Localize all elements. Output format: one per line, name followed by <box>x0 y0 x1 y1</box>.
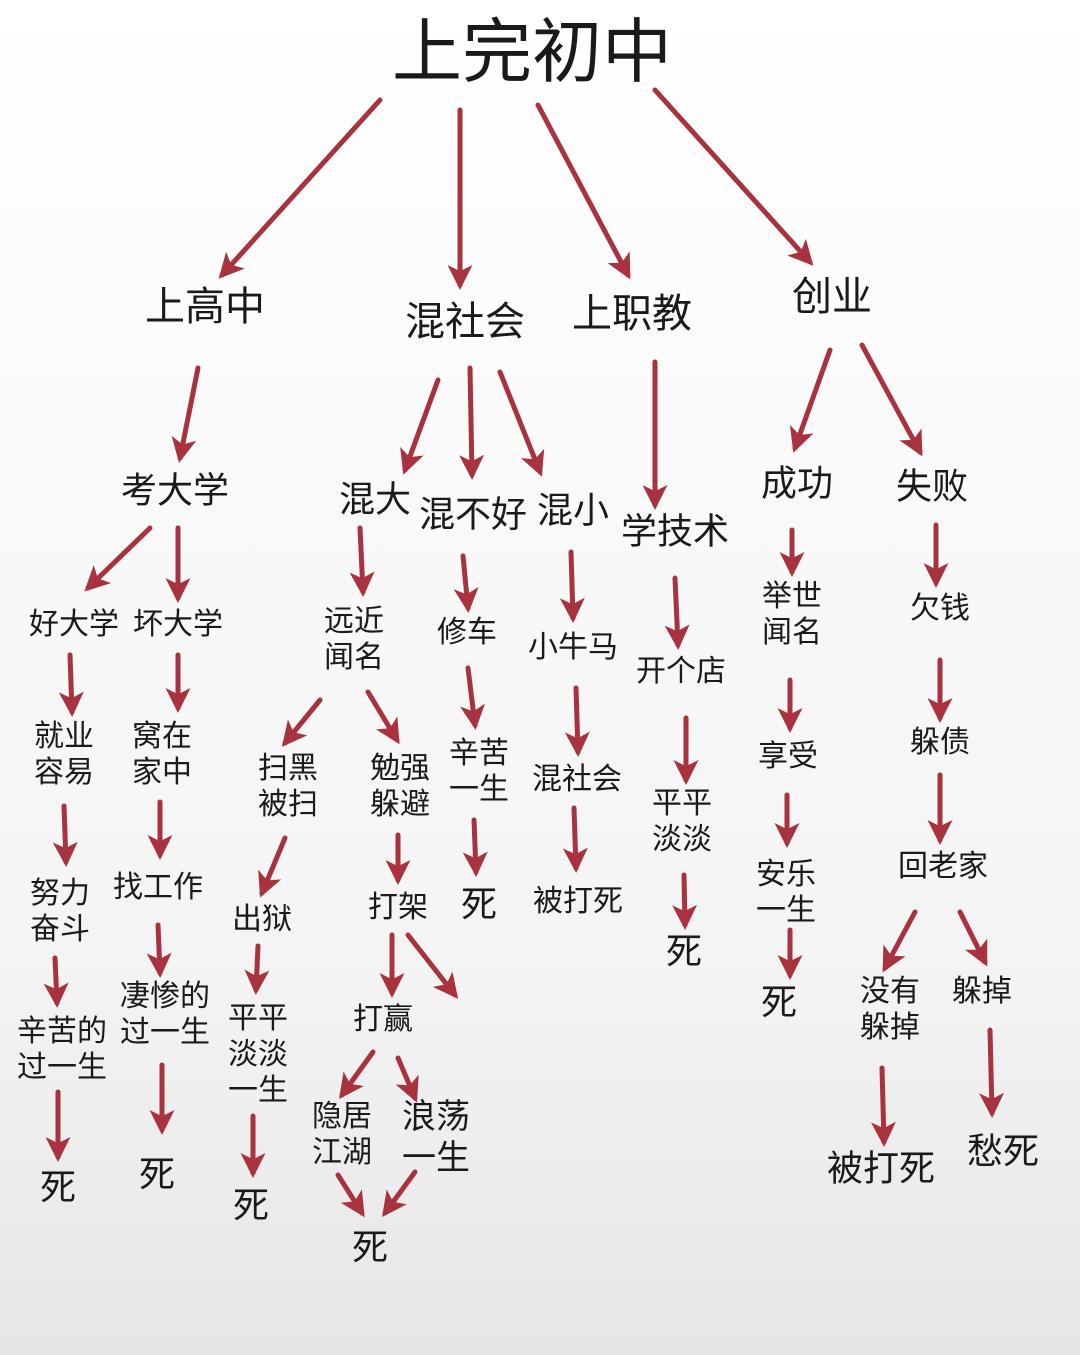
node-duozhai: 躲债 <box>910 725 970 760</box>
node-pingping2: 平平 淡淡 <box>652 786 712 857</box>
arrow-5 <box>400 377 441 475</box>
node-daying: 打赢 <box>353 1002 413 1037</box>
node-qianqian: 欠钱 <box>910 591 970 626</box>
node-huilaojia: 回老家 <box>898 849 988 884</box>
arrow-39 <box>244 943 270 995</box>
node-kaodaxue: 考大学 <box>120 470 230 512</box>
node-beidasi2: 被打死 <box>826 1148 936 1190</box>
node-hunbuhao: 混不好 <box>418 494 528 536</box>
node-xiangshou: 享受 <box>758 739 818 774</box>
node-si-end: 死 <box>351 1227 389 1269</box>
arrow-9 <box>789 347 833 453</box>
node-jushi: 举世 闻名 <box>762 579 822 650</box>
arrow-52 <box>335 1172 365 1218</box>
arrow-30 <box>258 835 288 898</box>
node-xuejishu: 学技术 <box>620 511 730 553</box>
node-meiyou: 没有 躲掉 <box>860 974 920 1045</box>
node-huaidaxue: 坏大学 <box>133 607 223 642</box>
node-si-anle: 死 <box>760 982 798 1024</box>
node-saohei: 扫黑 被扫 <box>258 751 318 822</box>
node-kaigedian: 开个店 <box>636 654 726 689</box>
arrow-53 <box>382 1169 418 1218</box>
arrow-19 <box>58 652 84 717</box>
arrow-37 <box>43 955 69 1008</box>
node-xiuche: 修车 <box>437 615 497 650</box>
node-mianqiang: 勉强 躲避 <box>370 751 430 822</box>
node-zhijiao: 上职教 <box>572 291 692 337</box>
arrow-11 <box>84 525 153 592</box>
arrow-7 <box>497 369 545 477</box>
arrow-33 <box>562 805 588 873</box>
node-yinju: 隐居 江湖 <box>312 1099 372 1170</box>
node-nuli: 努力 奋斗 <box>30 876 90 947</box>
node-yuanjin: 远近 闻名 <box>324 604 384 675</box>
arrow-23 <box>460 665 485 730</box>
node-pingping1: 平平 淡淡 一生 <box>228 1001 288 1108</box>
node-anle: 安乐 一生 <box>756 857 816 928</box>
node-gaozhong: 上高中 <box>145 284 265 330</box>
node-hunda: 混大 <box>338 479 412 521</box>
arrow-32 <box>462 817 488 877</box>
arrow-10 <box>859 342 923 457</box>
arrow-2 <box>535 102 631 280</box>
arrow-16 <box>664 575 690 650</box>
arrow-51 <box>979 1027 1005 1118</box>
node-langdang: 浪荡 一生 <box>402 1097 470 1178</box>
node-wozai: 窝在 家中 <box>132 719 192 790</box>
node-si-xiuche: 死 <box>460 884 498 926</box>
arrow-48 <box>339 1049 376 1100</box>
node-xiaoniuma: 小牛马 <box>528 630 618 665</box>
node-xinku2: 辛苦 一生 <box>449 736 509 807</box>
node-hunshehui: 混社会 <box>405 299 525 345</box>
node-haodaxue: 好大学 <box>29 607 119 642</box>
arrow-6 <box>459 365 485 480</box>
arrow-28 <box>52 803 78 867</box>
node-zhaogongzuo: 找工作 <box>113 870 203 905</box>
arrow-4 <box>171 365 201 463</box>
arrow-15 <box>559 549 585 623</box>
node-dajia: 打架 <box>368 890 428 925</box>
arrow-34 <box>672 872 698 930</box>
arrow-3 <box>652 87 814 266</box>
arrow-24 <box>564 685 590 757</box>
node-xinku1: 辛苦的 过一生 <box>17 1014 107 1085</box>
node-qican: 凄惨的 过一生 <box>120 979 210 1050</box>
node-hunshehui2: 混社会 <box>532 762 622 797</box>
node-si3: 死 <box>232 1185 270 1227</box>
node-chenggong: 成功 <box>760 463 834 505</box>
node-beidasi: 被打死 <box>533 884 623 919</box>
node-root: 上完初中 <box>392 11 672 93</box>
arrow-41 <box>405 932 459 999</box>
node-si-kaidian: 死 <box>665 931 703 973</box>
arrow-13 <box>349 525 375 597</box>
arrow-49 <box>395 1055 419 1103</box>
arrow-43 <box>882 909 918 973</box>
arrow-44 <box>957 909 988 967</box>
node-si2: 死 <box>138 1154 176 1196</box>
arrow-14 <box>453 553 479 613</box>
arrow-21 <box>281 697 323 747</box>
node-hunxiao: 混小 <box>536 490 610 532</box>
node-chousi: 愁死 <box>966 1131 1040 1173</box>
node-chuangye: 创业 <box>792 274 872 320</box>
node-chuyu: 出狱 <box>232 902 292 937</box>
node-duodiao: 躲掉 <box>952 974 1012 1009</box>
node-shibai: 失败 <box>895 466 969 508</box>
arrow-0 <box>218 97 383 279</box>
node-jiuye: 就业 容易 <box>34 719 94 790</box>
arrow-38 <box>146 922 172 978</box>
arrow-22 <box>365 689 400 745</box>
node-si1: 死 <box>39 1167 77 1209</box>
arrow-50 <box>870 1065 896 1147</box>
